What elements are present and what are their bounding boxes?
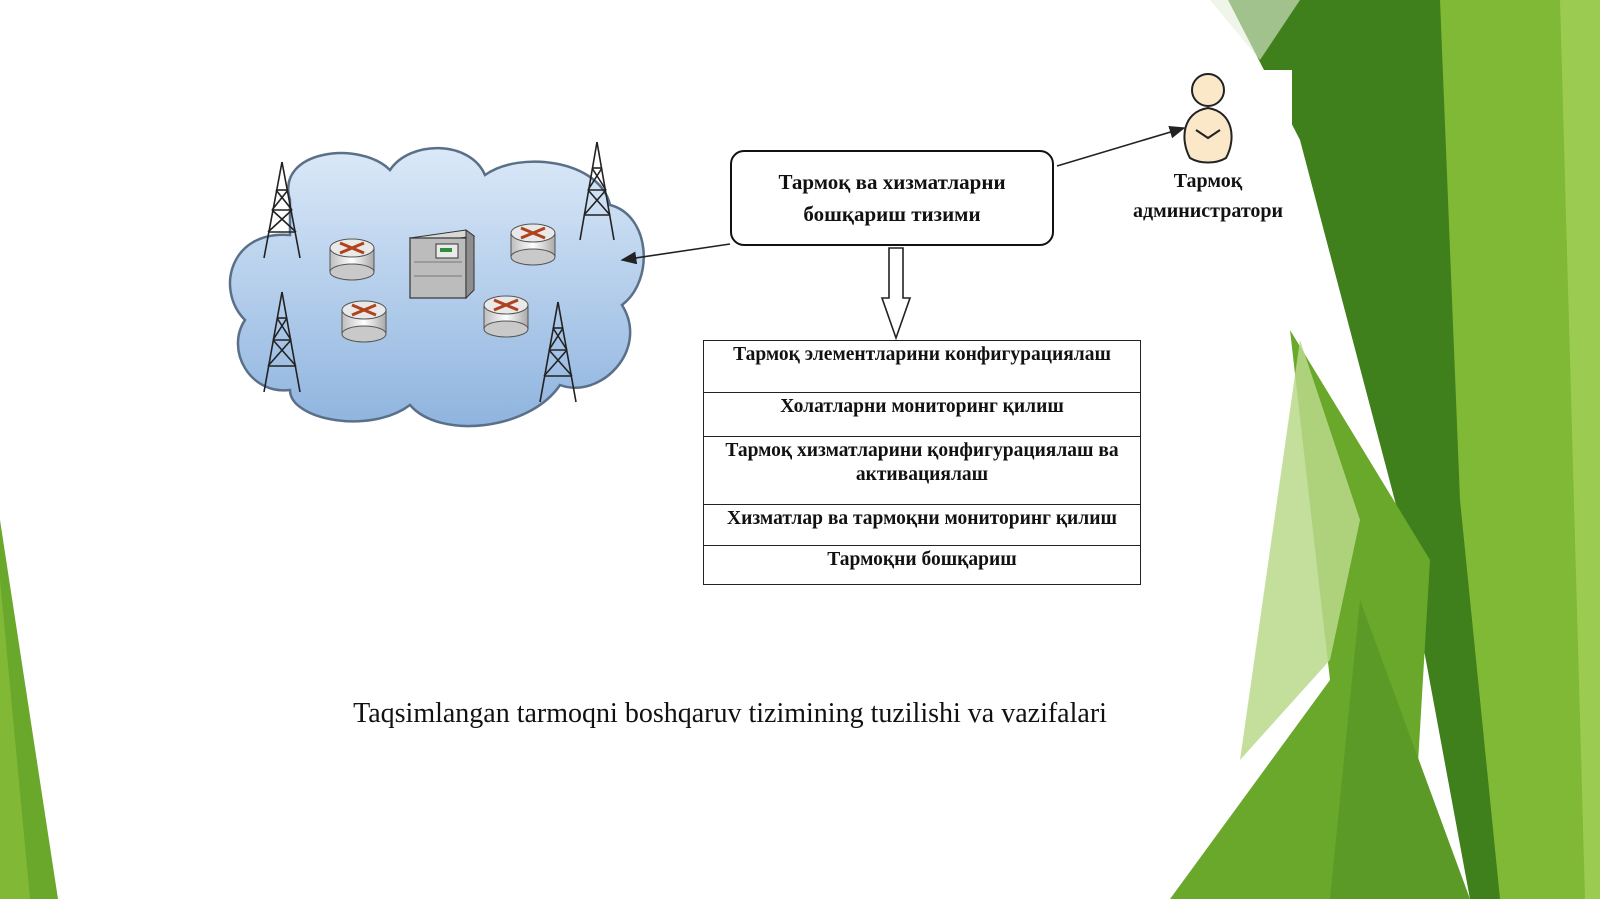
server-icon	[408, 229, 476, 300]
router-icon	[483, 295, 529, 338]
function-row: Хизматлар ва тармоқни мониторинг қилиш	[704, 505, 1140, 546]
person-icon	[1183, 73, 1233, 164]
radio-tower-icon	[579, 141, 615, 241]
slide-caption: Taqsimlangan tarmoqni boshqaruv tizimini…	[353, 698, 1107, 729]
router-icon	[341, 300, 387, 343]
radio-tower-icon	[539, 301, 577, 403]
radio-tower-icon	[263, 291, 301, 393]
management-system-box: Тармоқ ва хизматларни бошқариш тизими	[730, 150, 1054, 246]
management-system-label: Тармоқ ва хизматларни бошқариш тизими	[778, 170, 1006, 226]
function-row: Тармоқ хизматларини қонфигурациялаш ва а…	[704, 437, 1140, 505]
radio-tower-icon	[263, 161, 301, 259]
function-row: Тармоқ элементларини конфигурациялаш	[704, 341, 1140, 393]
function-row: Тармоқни бошқариш	[827, 549, 1017, 570]
router-icon	[510, 223, 556, 266]
function-row: Холатларни мониторинг қилиш	[704, 393, 1140, 437]
administrator-label: Тармоқ администратори	[1132, 170, 1284, 222]
arrow-to-network	[620, 243, 731, 265]
block-arrow-down	[880, 247, 912, 341]
functions-table: Тармоқ элементларини конфигурациялаш Хол…	[703, 340, 1141, 585]
arrow-to-administrator	[1056, 125, 1186, 167]
right-green-mid	[1440, 0, 1600, 899]
router-icon	[329, 238, 375, 281]
